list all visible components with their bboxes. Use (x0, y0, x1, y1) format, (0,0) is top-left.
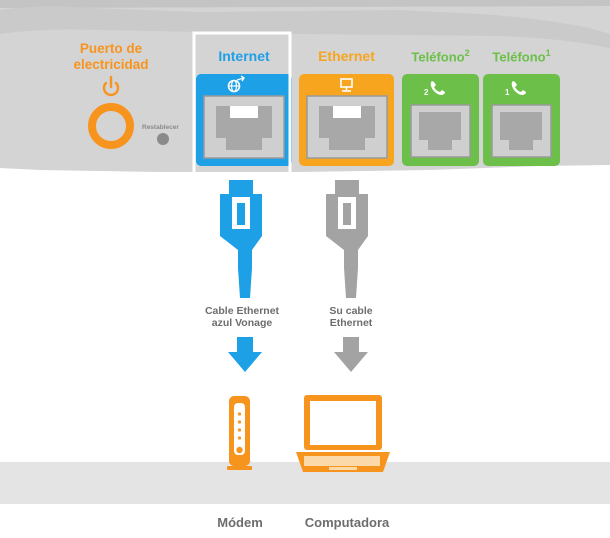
reset-button (157, 133, 169, 145)
reset-label: Restablecer (142, 124, 179, 131)
ethernet-label: Ethernet (318, 48, 375, 64)
phone2-label: Teléfono2 (411, 48, 470, 65)
ethernet-port (299, 74, 394, 166)
modem-icon (227, 396, 252, 470)
gray-cable-label: Su cable Ethernet (329, 305, 373, 329)
computer-label: Computadora (304, 515, 390, 530)
globe-icon (227, 75, 245, 93)
gray-ethernet-cable (326, 180, 368, 372)
power-port (88, 103, 134, 149)
blue-cable-label: Cable Ethernet azul Vonage (204, 305, 280, 329)
phone1-port (483, 74, 560, 166)
computer-icon (340, 78, 353, 92)
blue-ethernet-cable (220, 180, 262, 372)
power-port-label: Puerto de electricidad (73, 41, 149, 72)
internet-label: Internet (218, 48, 270, 64)
laptop-icon (296, 395, 390, 472)
phone-icon (430, 81, 526, 95)
power-icon (102, 75, 120, 97)
phone2-port (402, 74, 479, 166)
modem-label: Módem (217, 515, 263, 530)
phone2-port-number: 2 (424, 88, 429, 97)
phone1-port-number: 1 (505, 88, 510, 97)
phone1-label: Teléfono1 (492, 48, 551, 65)
internet-port (196, 74, 292, 166)
